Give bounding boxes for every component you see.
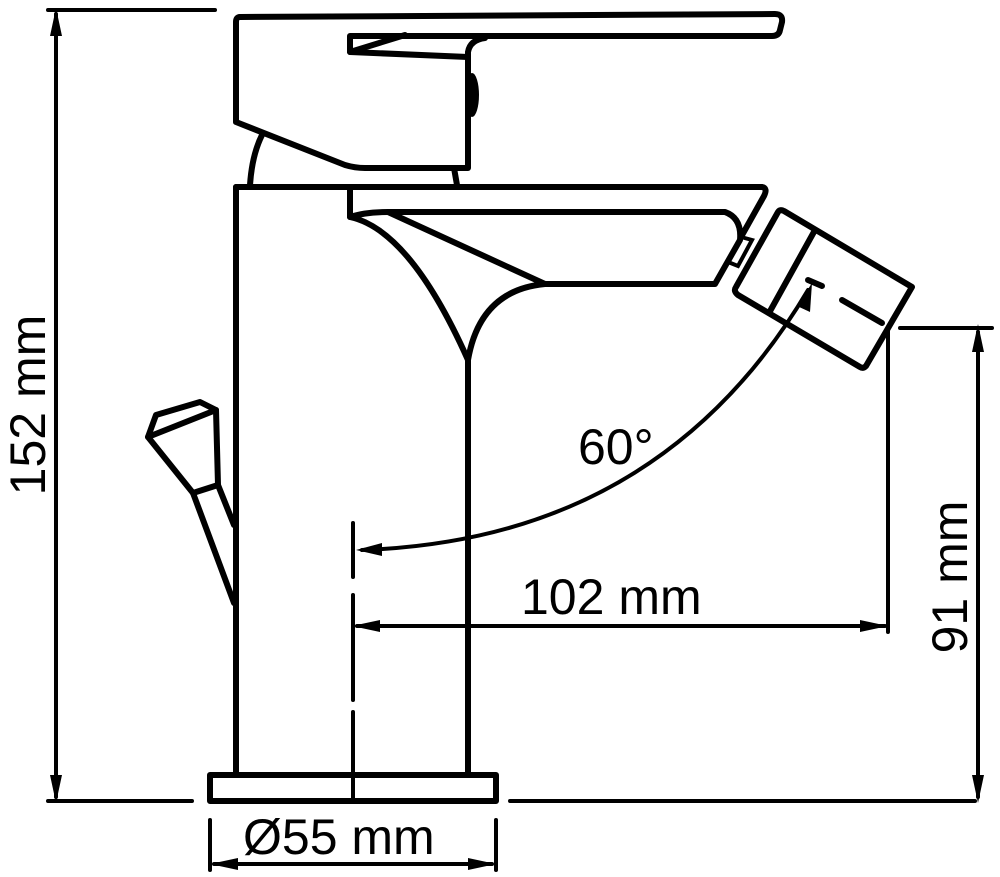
spout-reach-label: 102 mm: [521, 569, 702, 625]
spout-reach-dimension: [352, 328, 890, 634]
drain-pull-rod: [145, 399, 237, 606]
faucet-body: [233, 184, 769, 778]
lever-handle: [233, 11, 786, 188]
spout-height-label: 91 mm: [922, 500, 978, 654]
spout-height-dimension: [898, 324, 994, 803]
base-diameter-label: Ø55 mm: [243, 809, 435, 865]
base-diameter-dimension: [208, 799, 977, 872]
lever-button-icon: [465, 73, 479, 117]
total-height-dimension: [46, 8, 217, 803]
swivel-angle-arc: [356, 283, 812, 556]
total-height-label: 152 mm: [0, 314, 56, 496]
swivel-angle-label: 60°: [578, 419, 654, 475]
aerator: [731, 207, 915, 371]
